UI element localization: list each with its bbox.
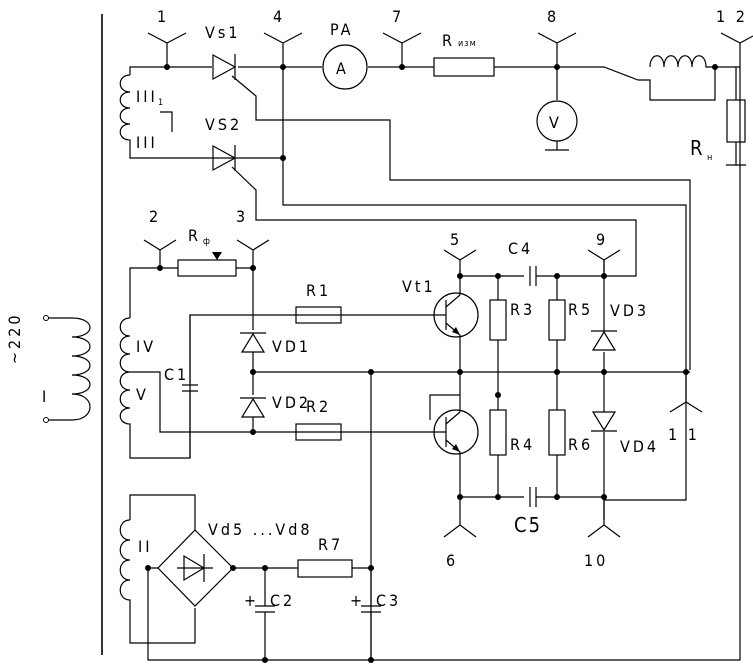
resistor-r-phi xyxy=(160,252,253,277)
c4-label: C4 xyxy=(508,239,533,258)
terminal-11 xyxy=(669,372,703,413)
vs1-label: Vs1 xyxy=(205,23,241,42)
resistor-r1 xyxy=(295,306,342,324)
terminal-1-label: 1 xyxy=(157,7,169,26)
ammeter-pa xyxy=(322,44,368,90)
resistor-r2 xyxy=(295,423,342,441)
r3-label: R3 xyxy=(510,300,535,319)
winding-iii-a-sub: 1 xyxy=(158,98,164,108)
resistor-r5 xyxy=(548,276,566,500)
primary-label: I xyxy=(42,387,49,406)
terminal-6 xyxy=(443,497,477,538)
winding-ii-label: II xyxy=(138,537,152,556)
vd3-vd4-chain xyxy=(591,260,617,520)
vd1-label: VD1 xyxy=(272,337,311,356)
winding-iii-b-label: III xyxy=(136,133,158,152)
terminal-10-label: 10 xyxy=(584,551,608,570)
r4-label: R4 xyxy=(510,435,535,454)
capacitor-c1 xyxy=(182,315,198,458)
terminal-11-label: 1 1 xyxy=(668,425,700,444)
r-phi-sub: ф xyxy=(203,237,211,247)
terminal-6-label: 6 xyxy=(446,551,458,570)
winding-v-label: V xyxy=(136,385,149,404)
vd2-label: VD2 xyxy=(272,393,311,412)
thyristor-vs1 xyxy=(212,53,691,370)
resistor-r3 xyxy=(489,276,507,500)
pa-letter: A xyxy=(336,59,349,78)
terminal-10 xyxy=(587,497,621,538)
terminal-3-label: 3 xyxy=(236,207,248,226)
terminal-4 xyxy=(263,32,303,67)
transistor-lower xyxy=(408,394,479,500)
terminal-7-label: 7 xyxy=(392,7,404,26)
terminal-1 xyxy=(147,32,187,67)
transistor-vt1 xyxy=(408,270,479,395)
vd5-8-label: Vd5 ...Vd8 xyxy=(208,520,313,539)
r-phi-label: R xyxy=(188,226,201,245)
r-load-label: R xyxy=(690,136,705,160)
voltmeter xyxy=(536,67,578,151)
resistor-r4 xyxy=(489,409,507,456)
vs2-label: VS2 xyxy=(205,115,242,134)
capacitor-c5 xyxy=(460,487,604,507)
r7-label: R7 xyxy=(318,535,343,554)
resistor-r-izm xyxy=(433,57,495,77)
vd1-vd2-chain xyxy=(240,268,266,432)
c3-plus: + xyxy=(350,591,365,610)
terminal-9 xyxy=(587,249,621,276)
r-izm-label: R xyxy=(442,31,455,50)
load-inductor xyxy=(638,55,740,101)
thyristor-vs2 xyxy=(212,144,637,277)
terminal-12-label: 1 2 xyxy=(716,7,748,26)
r1-label: R1 xyxy=(306,281,331,300)
capacitor-c2 xyxy=(255,568,275,660)
terminal-9-label: 9 xyxy=(596,230,608,249)
resistor-r6 xyxy=(548,409,566,456)
primary-winding xyxy=(43,315,91,423)
r-load-sub: н xyxy=(707,153,713,163)
voltmeter-letter: V xyxy=(549,113,562,132)
c5-label: C5 xyxy=(514,513,542,537)
terminal-5-label: 5 xyxy=(450,230,462,249)
capacitor-c4 xyxy=(460,266,604,286)
vd4-label: VD4 xyxy=(620,437,659,456)
winding-iii xyxy=(119,66,283,159)
c1-label: C1 xyxy=(164,365,189,384)
mains-label: ~220 xyxy=(5,312,24,364)
r2-label: R2 xyxy=(306,397,331,416)
terminal-2-label: 2 xyxy=(149,207,161,226)
terminal-3 xyxy=(236,239,270,268)
c2-label: C2 xyxy=(270,591,295,610)
terminal-5 xyxy=(443,249,477,276)
terminal-2 xyxy=(143,239,177,268)
resistor-r-load xyxy=(726,67,746,166)
r5-label: R5 xyxy=(568,300,593,319)
winding-iv-v xyxy=(119,267,408,459)
terminal-12 xyxy=(720,32,753,67)
c2-plus: + xyxy=(244,591,259,610)
capacitor-c3 xyxy=(361,568,381,660)
winding-iv-label: IV xyxy=(136,337,156,356)
terminal-8 xyxy=(537,32,577,67)
pa-label: PA xyxy=(330,20,354,39)
terminal-7 xyxy=(382,32,422,67)
winding-iii-a-label: III xyxy=(136,87,158,106)
r6-label: R6 xyxy=(568,435,593,454)
vt1-label: Vt1 xyxy=(402,277,436,296)
vd3-label: VD3 xyxy=(610,301,649,320)
r-izm-sub: изм xyxy=(458,39,477,49)
winding-ii xyxy=(119,494,196,644)
terminal-4-label: 4 xyxy=(273,7,285,26)
c3-label: C3 xyxy=(376,591,401,610)
junction-dots xyxy=(145,64,718,663)
terminal-8-label: 8 xyxy=(547,7,559,26)
resistor-r7 xyxy=(297,559,371,578)
